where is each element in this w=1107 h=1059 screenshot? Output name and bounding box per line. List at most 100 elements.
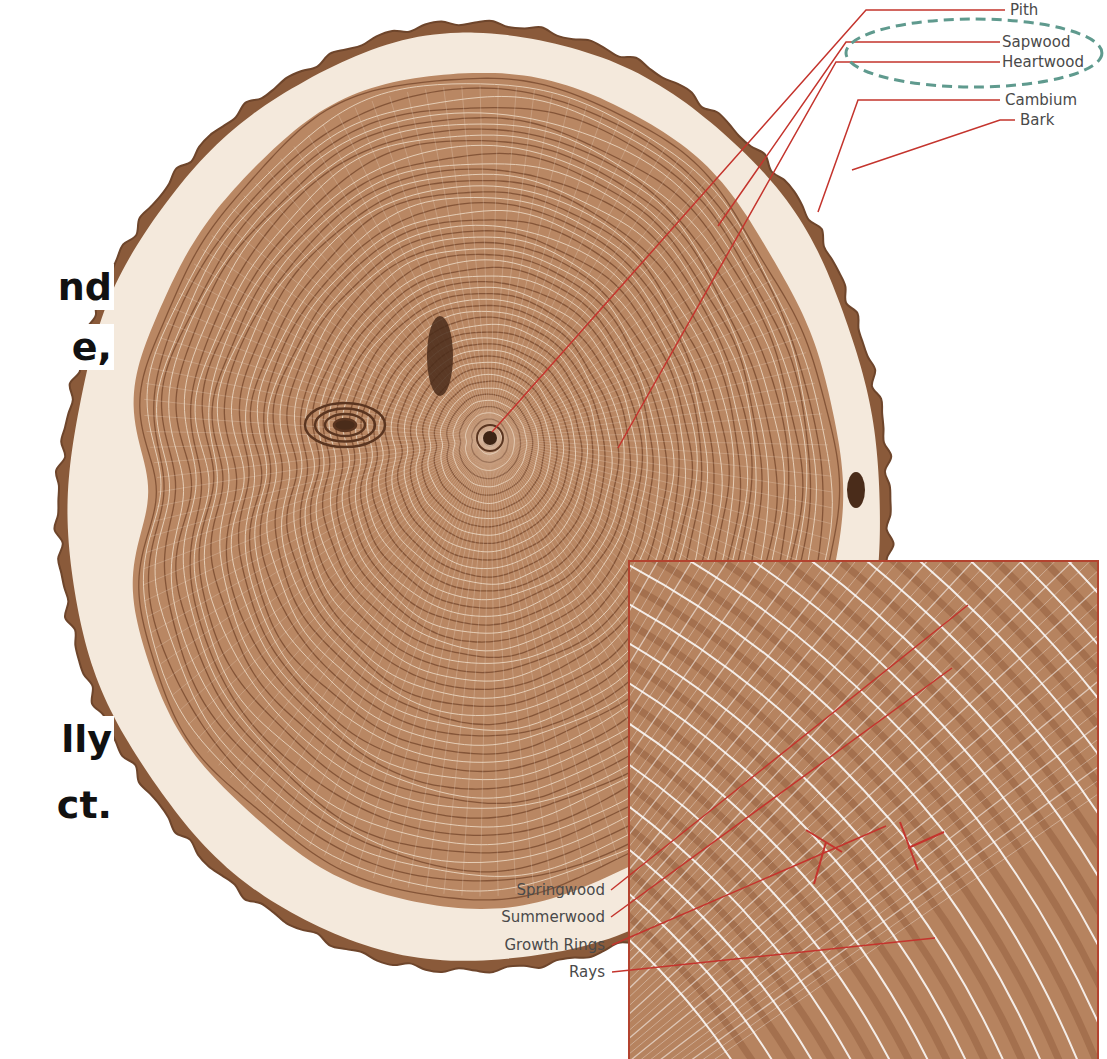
grain-ray [629,561,1098,980]
grain-ring [629,561,1098,1059]
wood-ray [480,85,490,438]
grain-ray [629,561,1098,1026]
grain-ring [629,561,1098,1059]
grain-ray [629,561,805,896]
wood-ray [154,438,490,463]
grain-ray [630,561,1098,1059]
wood-ray [490,438,602,866]
grain-ray [629,561,864,905]
wood-ray [444,438,490,894]
wood-ray [147,438,490,617]
part-label: Sapwood [1002,32,1104,52]
grain-ray [629,561,1098,987]
part-label: Pith [1010,1,1038,19]
cropped-text: ct. [0,782,114,828]
wood-ray [146,438,490,553]
grain-ray [629,561,849,903]
grain-ray [629,561,1098,977]
grain-ray [629,561,937,918]
wood-ray [268,438,490,813]
wood-ray [490,237,747,438]
grain-ray [629,561,1098,1018]
wood-ray [179,293,490,438]
wood-ray [255,438,490,801]
grain-ray [629,561,1098,1059]
grain-ring [629,561,1098,1059]
wood-ray [294,146,490,438]
cropped-text: e, [0,324,114,370]
grain-ray [629,561,1098,1014]
wood-ray [407,92,490,438]
wood-ray [490,438,826,555]
part-label: Growth Rings [505,936,606,954]
wood-ray [490,438,569,880]
wood-ray [173,438,490,695]
grain-ring [629,561,1098,1059]
wood-ray [150,438,490,537]
wood-ray [156,438,490,648]
wood-ray [295,438,490,835]
wood-ray [490,90,534,438]
grain-ray [629,561,745,888]
grain-ray [629,561,1098,995]
wood-ray [197,438,490,739]
wood-ray [256,183,490,438]
wood-ray [355,107,490,438]
grain-ray [629,561,1098,1006]
grain-ring [629,561,1098,1059]
grain-ray [629,561,1035,938]
wood-ray [166,438,490,679]
grain-ring [629,561,1098,1059]
grain-ray [629,561,1098,1059]
grain-ring [629,561,1098,1059]
wood-ray [462,86,490,438]
wood-ray [372,101,490,438]
leader-line [611,605,968,890]
grain-ray [633,561,1098,1059]
wood-ray [158,438,490,492]
cropped-text: lly [0,716,114,762]
grain-ray [629,561,1098,1059]
grain-ray [629,561,1049,941]
grain-ray [629,561,1098,973]
wood-ray [490,438,823,570]
grain-ray [629,561,1098,966]
grain-ray [629,561,730,886]
wood-ray [281,438,490,824]
wood-ray [490,438,585,873]
knot [334,419,356,431]
grain-ring [629,561,1098,1059]
grain-ring [629,561,1098,1059]
wood-ray [340,438,490,864]
wood-ray [490,438,649,843]
leader-lines [492,10,1015,972]
wood-ray [490,251,755,438]
wood-ray [490,438,498,896]
wood-ray [444,87,490,438]
wood-ray [230,438,490,778]
ring-bracket [806,830,842,884]
grain-ray [629,561,1098,1034]
part-label: Bark [1020,111,1054,129]
grain-ring [629,561,1098,1059]
wood-ray [425,89,490,438]
leader-line [612,938,935,972]
grain-ray [629,561,1098,991]
wood-ray [490,438,633,851]
wood-ray [180,438,490,710]
grain-ray [629,561,1098,1050]
wood-ray [490,106,587,438]
wood-ray [490,323,794,438]
leader-line [852,120,1015,170]
grain-ray [629,561,1098,1059]
leader-line [612,826,886,945]
knot [847,472,865,508]
wood-ray [490,308,787,438]
grain-ray [629,561,1098,1055]
wood-ray [490,383,815,438]
wood-ray [373,438,490,878]
leader-line [818,100,1000,212]
wood-ray [408,438,490,888]
